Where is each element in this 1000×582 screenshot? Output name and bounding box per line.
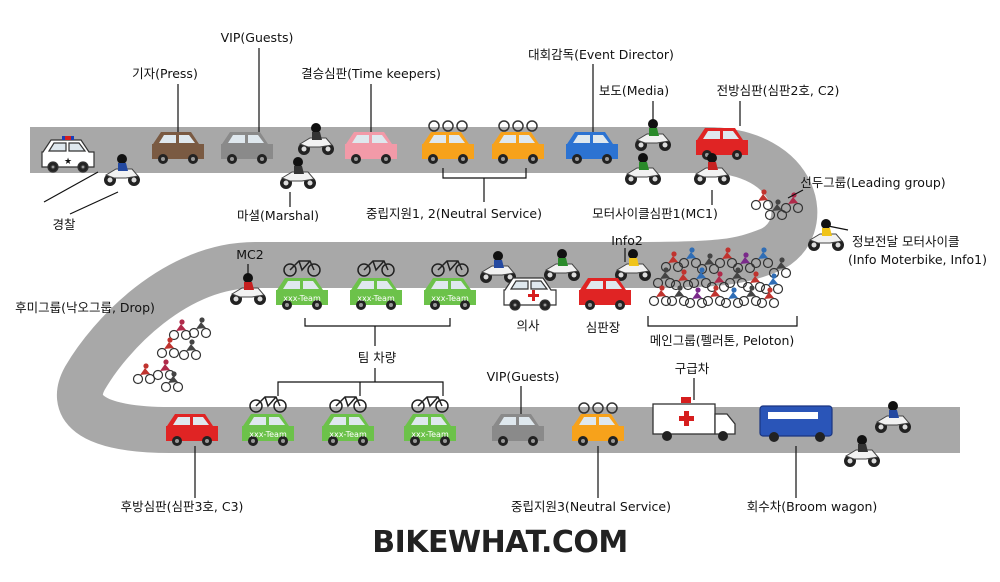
label-press: 기자(Press)	[132, 66, 198, 81]
team-car-r3-3: xxx-Team	[404, 396, 456, 446]
team-tag: xxx-Team	[329, 430, 367, 439]
label-event-director: 대회감독(Event Director)	[528, 47, 674, 62]
label-front-judge: 전방심판(심판2호, C2)	[717, 83, 840, 98]
label-chief-judge: 심판장	[586, 320, 621, 335]
team-car-r3-1: xxx-Team	[242, 396, 294, 446]
broom-wagon	[759, 405, 833, 442]
team-tag: xxx-Team	[431, 294, 469, 303]
team-tag: xxx-Team	[249, 430, 287, 439]
label-neutral-service-3: 중립지원3(Neutral Service)	[511, 499, 671, 514]
label-info-moto-1: 정보전달 모터사이클	[852, 234, 959, 249]
label-marshal: 마셜(Marshal)	[237, 208, 319, 223]
label-info-moto-2: (Info Moterbike, Info1)	[848, 252, 987, 267]
team-car-r3-2: xxx-Team	[322, 396, 374, 446]
svg-text:★: ★	[64, 157, 72, 167]
team-tag: xxx-Team	[357, 294, 395, 303]
label-vip-bottom: VIP(Guests)	[487, 369, 560, 384]
label-leading-group: 선두그룹(Leading group)	[800, 175, 945, 190]
doctor-car	[503, 277, 557, 311]
label-vip-top: VIP(Guests)	[221, 30, 294, 45]
leader-lines	[43, 48, 849, 498]
team-car-r2-1: xxx-Team	[424, 260, 476, 310]
team-car-r2-2: xxx-Team	[350, 260, 402, 310]
road	[30, 127, 960, 453]
team-tag: xxx-Team	[411, 430, 449, 439]
label-team-cars: 팀 차량	[358, 350, 397, 365]
ambulance	[652, 397, 736, 441]
label-timekeepers: 결승심판(Time keepers)	[301, 66, 441, 81]
labels: 기자(Press) VIP(Guests) 결승심판(Time keepers)…	[15, 30, 987, 514]
label-neutral-service-12: 중립지원1, 2(Neutral Service)	[366, 206, 542, 221]
label-peloton: 메인그룹(펠러톤, Peloton)	[650, 333, 795, 348]
team-car-r2-3: xxx-Team	[276, 260, 328, 310]
watermark: BIKEWHAT.COM	[372, 525, 628, 560]
police-car: ★	[41, 136, 95, 173]
label-rear-judge: 후방심판(심판3호, C3)	[121, 499, 244, 514]
team-tag: xxx-Team	[283, 294, 321, 303]
label-police: 경찰	[52, 217, 76, 232]
label-doctor: 의사	[516, 318, 540, 333]
label-mc1: 모터사이클심판1(MC1)	[592, 206, 718, 221]
label-ambulance: 구급차	[675, 361, 710, 376]
label-mc2: MC2	[236, 247, 263, 262]
label-drop-group: 후미그룹(낙오그룹, Drop)	[15, 300, 155, 315]
label-media: 보도(Media)	[599, 83, 669, 98]
label-info2: Info2	[611, 233, 643, 248]
label-broom-wagon: 회수차(Broom wagon)	[747, 499, 878, 514]
